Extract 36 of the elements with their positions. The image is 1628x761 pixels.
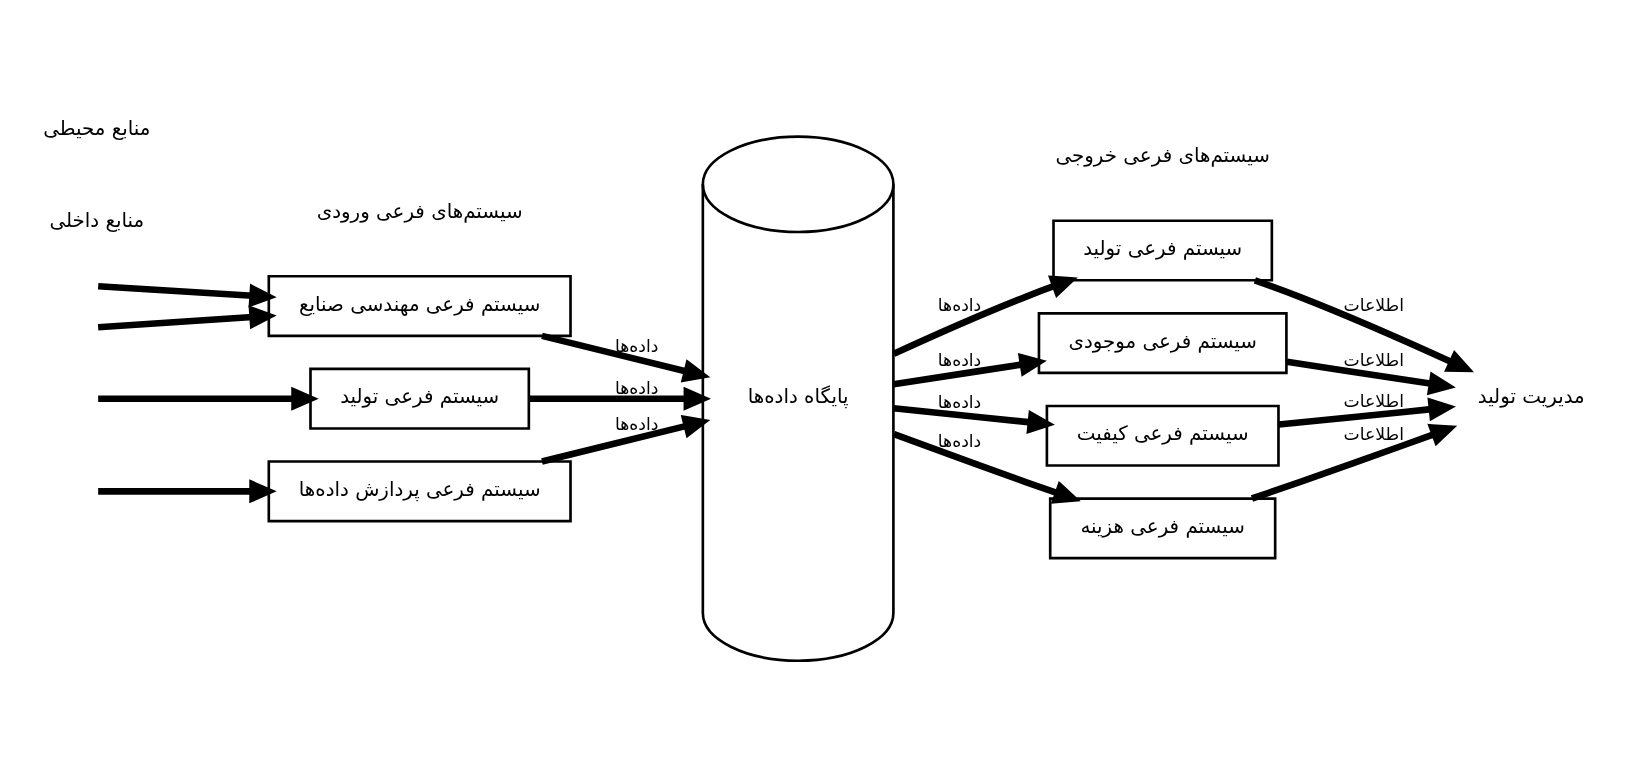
label: سیستم‌های فرعی خروجی [1055, 144, 1270, 168]
edge-label: داده‌ها [937, 392, 982, 413]
edge-label: اطلاعات [1343, 391, 1404, 412]
node-box: سیستم فرعی تولید [1052, 219, 1274, 282]
edge-label: داده‌ها [614, 335, 659, 356]
edge-label: اطلاعات [1343, 350, 1404, 371]
edge-label: داده‌ها [937, 430, 982, 451]
arrow [892, 275, 1078, 357]
label: منابع محیطی [43, 116, 151, 140]
arrow [1278, 397, 1456, 428]
arrow [541, 332, 711, 383]
node-text: مدیریت تولید [1477, 385, 1585, 409]
arrow [97, 282, 277, 308]
arrow [97, 305, 277, 331]
node-box: سیستم فرعی پردازش داده‌ها [267, 460, 572, 523]
label: سیستم‌های فرعی ورودی [316, 200, 523, 224]
node-box: سیستم فرعی موجودی [1037, 312, 1288, 375]
arrow [892, 430, 1081, 504]
edge-label: داده‌ها [937, 350, 982, 371]
edge-label: اطلاعات [1343, 424, 1404, 445]
arrow [893, 405, 1055, 434]
edge-label: اطلاعات [1343, 294, 1404, 315]
arrow [1253, 277, 1474, 373]
node-box: سیستم فرعی تولید [309, 367, 531, 430]
arrow [1286, 358, 1456, 396]
arrow [1250, 423, 1458, 502]
edge-label: داده‌ها [614, 377, 659, 398]
node-box: سیستم فرعی کیفیت [1045, 404, 1280, 467]
edge-label: داده‌ها [614, 413, 659, 434]
node-box: سیستم فرعی مهندسی صنایع [267, 274, 572, 338]
arrow [893, 353, 1047, 388]
arrow [529, 386, 711, 411]
edge-label: داده‌ها [937, 294, 982, 315]
label: منابع داخلی [49, 209, 145, 233]
arrow [541, 414, 711, 465]
node-box: سیستم فرعی هزینه [1048, 497, 1277, 560]
